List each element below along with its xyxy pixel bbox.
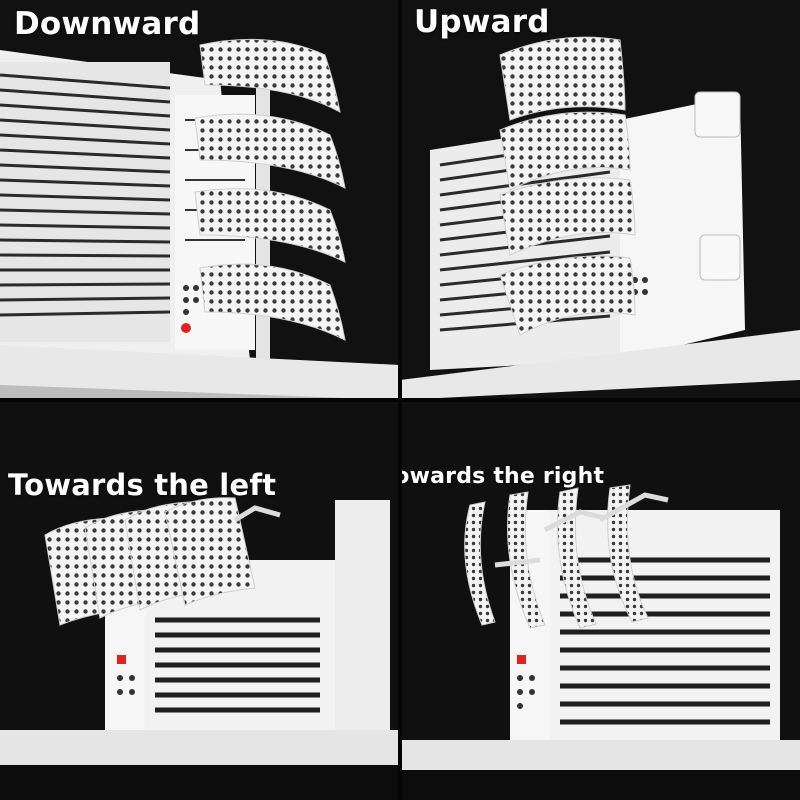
horizontal-divider [0, 398, 800, 402]
shelf [0, 730, 400, 765]
ac-front-grille [0, 62, 171, 342]
mount-arms [494, 492, 669, 568]
panel-towards-right: Towards the right [400, 400, 800, 800]
mount-arm [233, 505, 281, 523]
ac-side-panel [620, 95, 745, 360]
shelf [400, 330, 800, 400]
shelf [400, 740, 800, 770]
caption-towards-left: Towards the left [8, 468, 277, 502]
panel-towards-left: Towards the left [0, 400, 400, 800]
mount-brackets [694, 91, 741, 281]
deflector-panels [194, 38, 346, 341]
control-buttons [181, 285, 199, 333]
deflector-panels [499, 36, 636, 336]
control-buttons [517, 655, 535, 709]
shelf [0, 345, 400, 400]
caption-towards-right: Towards the right [400, 464, 605, 489]
ac-front-grille [560, 557, 770, 725]
caption-downward: Downward [14, 6, 201, 42]
ac-front-grille [155, 617, 320, 713]
control-buttons [117, 655, 135, 695]
caption-upward: Upward [414, 4, 550, 40]
panel-upward: Upward [400, 0, 800, 400]
towards-right-scene [400, 400, 800, 800]
downward-scene [0, 0, 400, 400]
deflector-panels [44, 497, 256, 626]
towards-left-scene [0, 400, 400, 800]
panel-downward: Downward [0, 0, 400, 400]
upward-scene [400, 0, 800, 400]
